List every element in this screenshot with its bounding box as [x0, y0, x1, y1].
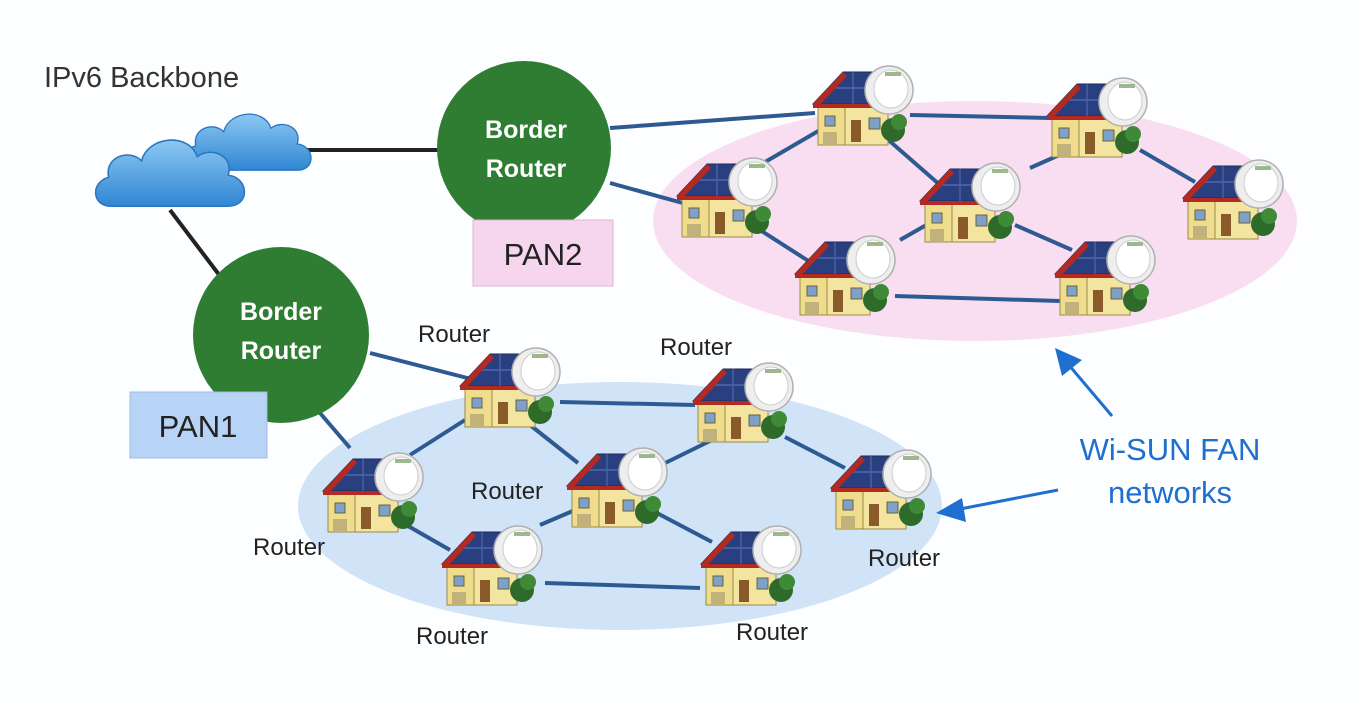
border-router-pan2 — [437, 61, 611, 235]
backbone-link — [168, 208, 222, 278]
backbone-title: IPv6 Backbone — [44, 62, 239, 94]
router-label: Router — [868, 545, 940, 572]
router-label: Router — [418, 321, 490, 348]
border-router-pan1-line1: Border — [240, 298, 322, 326]
pan2-label: PAN2 — [504, 237, 583, 272]
pan1-label: PAN1 — [159, 409, 238, 444]
pan2-badge — [472, 219, 614, 287]
router-label: Router — [416, 623, 488, 650]
router-label: Router — [660, 334, 732, 361]
house-node — [459, 347, 561, 428]
border-router-pan1-line2: Router — [241, 337, 322, 365]
house-node — [1046, 77, 1148, 158]
pan1-links — [318, 351, 846, 590]
house-node — [812, 65, 914, 146]
router-label: Router — [471, 478, 543, 505]
cloud-icon — [94, 113, 312, 208]
pan1-badge — [129, 391, 268, 459]
arrow-to-pan2 — [1055, 348, 1114, 417]
border-router-pan2-line2: Router — [486, 155, 567, 183]
networks-label-line1: Wi-SUN FAN — [1080, 432, 1261, 467]
networks-label-line2: networks — [1108, 475, 1232, 510]
router-label: Router — [253, 534, 325, 561]
border-router-pan2-line1: Border — [485, 116, 567, 144]
arrow-to-pan1 — [936, 488, 1059, 522]
router-label: Router — [736, 619, 808, 646]
border-router-pan1 — [193, 247, 369, 423]
house-node — [692, 362, 794, 443]
